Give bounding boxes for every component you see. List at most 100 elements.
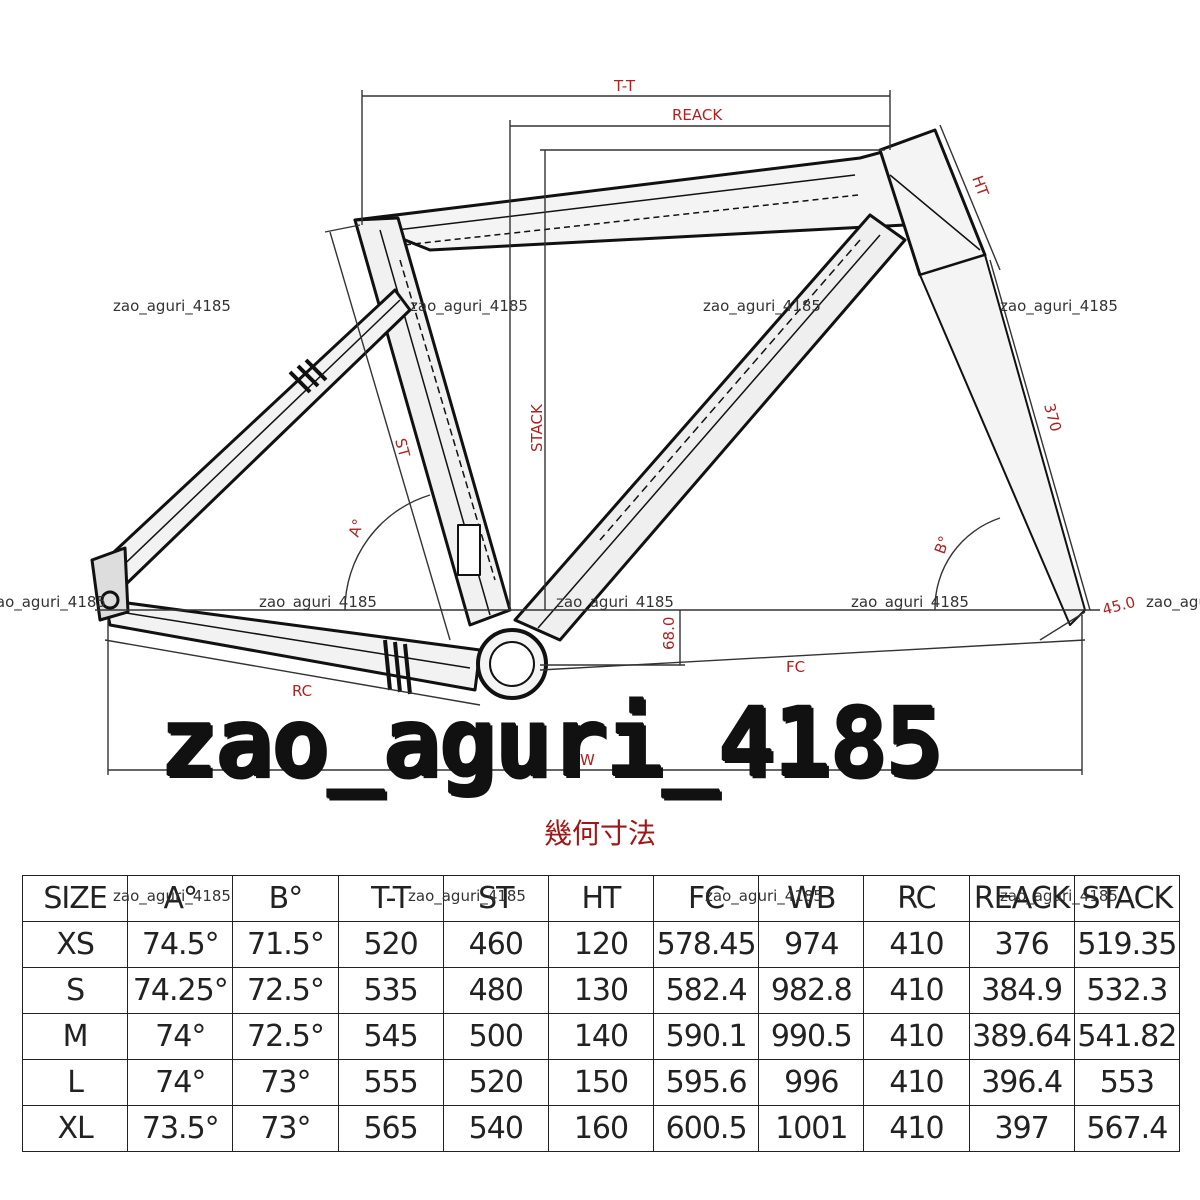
- watermark-text: zao_aguri_4185: [1000, 297, 1118, 316]
- table-cell: 74°: [127, 1059, 234, 1106]
- watermark-text: zao_aguri_4185: [1000, 887, 1118, 905]
- table-cell: 545: [337, 1013, 444, 1060]
- table-cell: 397: [968, 1105, 1075, 1152]
- table-cell: 73°: [232, 1059, 339, 1106]
- watermarks: zao_aguri_4185 zao_aguri_4185 zao_aguri_…: [0, 297, 1200, 612]
- wb-label: W: [580, 751, 595, 769]
- table-cell: 553: [1073, 1059, 1181, 1106]
- table-cell: 974: [758, 921, 865, 968]
- table-cell: 389.64: [968, 1013, 1075, 1060]
- watermark-text: zao_aguri_4185: [259, 593, 377, 612]
- fork-offset-label: 45.0: [1100, 593, 1137, 619]
- header-stack: STACK: [1073, 875, 1181, 922]
- watermark-text: zao_aguri_4185: [113, 297, 231, 316]
- table-cell: 140: [547, 1013, 655, 1060]
- table-cell: 578.45: [653, 921, 760, 968]
- table-cell: 73.5°: [127, 1105, 234, 1152]
- header-head-tube: HT: [547, 875, 655, 922]
- large-watermark-text: zao_aguri_4185: [160, 687, 943, 799]
- watermark-text: zao_aguri_4185: [0, 593, 106, 612]
- table-cell: 1001: [758, 1105, 865, 1152]
- size-cell: M: [21, 1013, 129, 1060]
- table-cell: 410: [863, 1059, 970, 1106]
- table-cell: 130: [547, 967, 655, 1014]
- geometry-table: SIZE A° B° T-T ST HT FC WB RC REACK STAC…: [21, 875, 1181, 1152]
- table-cell: 555: [337, 1059, 444, 1106]
- size-cell: XL: [21, 1105, 129, 1152]
- table-cell: 600.5: [653, 1105, 760, 1152]
- table-header-row: SIZE A° B° T-T ST HT FC WB RC REACK STAC…: [21, 875, 1181, 922]
- table-cell: 72.5°: [232, 967, 339, 1014]
- table-cell: 72.5°: [232, 1013, 339, 1060]
- angle-b-label: B°: [931, 533, 954, 556]
- watermark-text: zao_aguri_4185: [408, 887, 526, 905]
- header-b-angle: B°: [232, 875, 339, 922]
- table-cell: 990.5: [758, 1013, 865, 1060]
- ht-label: HT: [968, 173, 992, 199]
- table-cell: 410: [863, 921, 970, 968]
- angle-a-label: A°: [345, 517, 368, 540]
- table-cell: 582.4: [653, 967, 760, 1014]
- header-a-angle: A°: [127, 875, 234, 922]
- table-cell: 982.8: [758, 967, 865, 1014]
- table-cell: 460: [442, 921, 549, 968]
- header-wheelbase: WB: [758, 875, 865, 922]
- watermark-text: zao_aguri_4185: [556, 593, 674, 612]
- table-cell: 567.4: [1073, 1105, 1181, 1152]
- frame-outline: [90, 128, 1086, 700]
- table-cell: 410: [863, 1013, 970, 1060]
- watermark-text: zao_aguri_4185: [410, 297, 528, 316]
- stack-label: STACK: [528, 403, 546, 452]
- header-rear-center: RC: [863, 875, 970, 922]
- watermark-text: zao_aguri_4185: [1146, 593, 1200, 612]
- bb-drop-label: 68.0: [660, 617, 678, 650]
- size-cell: XS: [21, 921, 129, 968]
- table-cell: 120: [547, 921, 655, 968]
- table-cell: 410: [863, 967, 970, 1014]
- table-cell: 396.4: [968, 1059, 1075, 1106]
- table-cell: 595.6: [653, 1059, 760, 1106]
- table-cell: 376: [968, 921, 1075, 968]
- table-cell: 384.9: [968, 967, 1075, 1014]
- header-seat-tube: ST: [442, 875, 549, 922]
- table-cell: 565: [337, 1105, 444, 1152]
- table-cell: 520: [442, 1059, 549, 1106]
- table-cell: 74.25°: [127, 967, 234, 1014]
- fc-label: FC: [786, 658, 805, 676]
- header-front-center: FC: [653, 875, 760, 922]
- dimension-labels: T-T REACK HT STACK ST 370 A° B° 45.0 68.…: [292, 77, 1137, 769]
- table-cell: 150: [547, 1059, 655, 1106]
- table-cell: 410: [863, 1105, 970, 1152]
- table-cell: 535: [337, 967, 444, 1014]
- table-cell: 74.5°: [127, 921, 234, 968]
- watermark-text: zao_aguri_4185: [851, 593, 969, 612]
- watermark-text: zao_aguri_4185: [705, 887, 823, 905]
- table-cell: 74°: [127, 1013, 234, 1060]
- table-cell: 71.5°: [232, 921, 339, 968]
- table-cell: 500: [442, 1013, 549, 1060]
- table-cell: 480: [442, 967, 549, 1014]
- table-cell: 996: [758, 1059, 865, 1106]
- table-cell: 73°: [232, 1105, 339, 1152]
- tt-label: T-T: [613, 77, 636, 95]
- header-size: SIZE: [21, 875, 129, 922]
- geometry-title: 幾何寸法: [543, 817, 656, 850]
- st-label: ST: [391, 436, 413, 460]
- table-cell: 532.3: [1073, 967, 1181, 1014]
- table-cell: 519.35: [1073, 921, 1181, 968]
- rc-label: RC: [292, 682, 312, 700]
- table-cell: 590.1: [653, 1013, 760, 1060]
- watermark-text: zao_aguri_4185: [703, 297, 821, 316]
- frame-geometry-diagram: T-T REACK HT STACK ST 370 A° B° 45.0 68.…: [0, 77, 1200, 775]
- dimension-lines: [95, 90, 1100, 775]
- size-cell: L: [21, 1059, 129, 1106]
- header-top-tube: T-T: [337, 875, 444, 922]
- head-length-label: 370: [1040, 401, 1065, 433]
- table-cell: 541.82: [1073, 1013, 1181, 1060]
- table-cell: 520: [337, 921, 444, 968]
